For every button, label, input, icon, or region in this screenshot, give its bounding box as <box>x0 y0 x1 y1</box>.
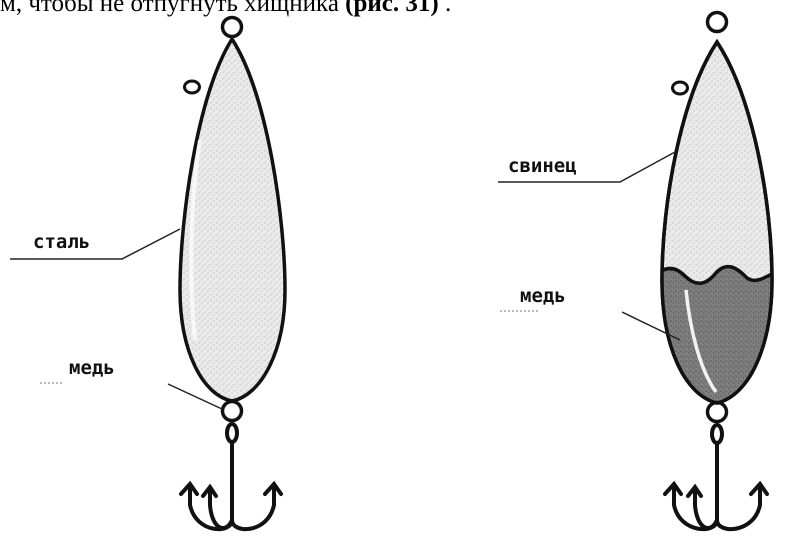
right-lure: свинец медь <box>498 13 780 530</box>
right-treble-hook <box>665 425 767 529</box>
left-top-ring <box>223 18 242 37</box>
label-lead: свинец <box>508 155 577 177</box>
label-right-copper: медь <box>520 285 566 307</box>
left-side-eyelet <box>185 81 200 93</box>
right-bottom-ring <box>708 403 727 422</box>
left-bottom-ring <box>223 402 242 421</box>
right-top-ring <box>708 13 727 32</box>
label-left-copper: медь <box>69 357 115 379</box>
left-lure: сталь медь <box>10 18 285 530</box>
label-steel: сталь <box>33 231 90 253</box>
right-side-eyelet <box>673 82 688 94</box>
left-treble-hook <box>181 424 281 529</box>
